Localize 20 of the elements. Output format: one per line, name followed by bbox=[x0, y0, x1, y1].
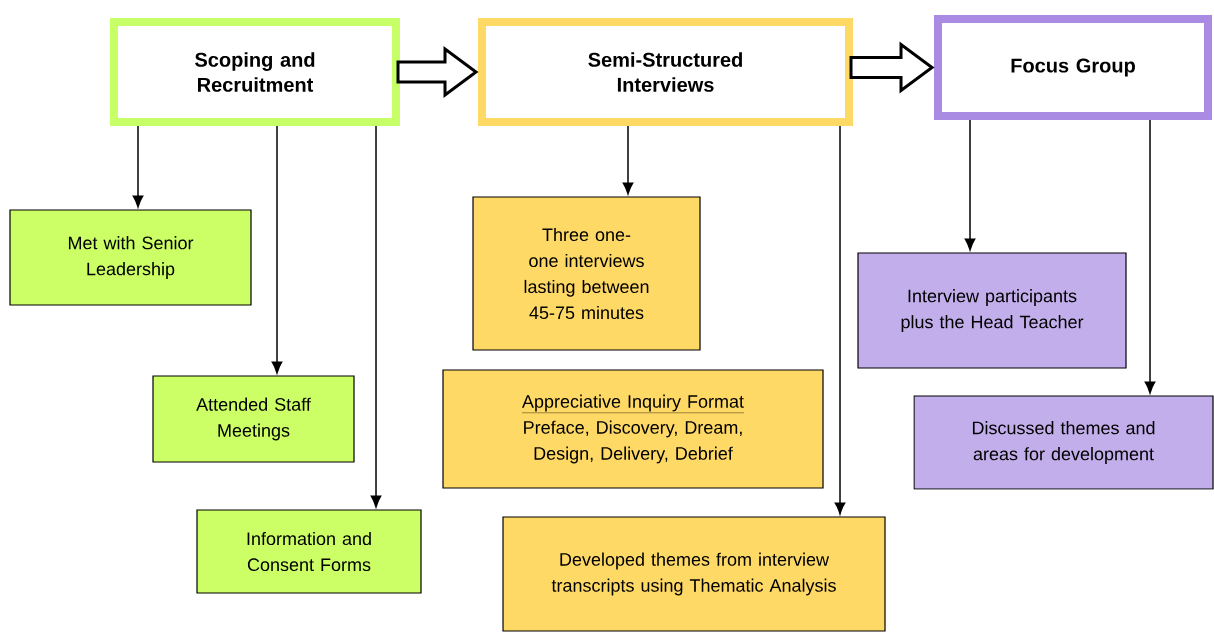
arrow bbox=[370, 125, 382, 508]
activity-box: Three one-one interviews lasting between 45-75 minutes bbox=[472, 196, 701, 351]
stage-box: Focus Group bbox=[934, 15, 1212, 120]
arrow bbox=[1144, 119, 1156, 394]
activity-box: Attended Staff Meetings bbox=[152, 375, 355, 463]
activity-box: Developed themes from interview transcripts using Thematic Analysis bbox=[502, 516, 886, 632]
arrow bbox=[622, 125, 634, 195]
block-arrow bbox=[849, 41, 935, 94]
arrow bbox=[964, 119, 976, 251]
activity-box: Interview participants plus the Head Teacher bbox=[857, 252, 1127, 369]
activity-box: Discussed themes and areas for development bbox=[913, 395, 1214, 490]
activity-box: Information and Consent Forms bbox=[196, 509, 422, 594]
arrow bbox=[271, 125, 283, 374]
arrow bbox=[834, 125, 846, 515]
stage-box: Scoping and Recruitment bbox=[110, 18, 400, 126]
block-arrow bbox=[396, 46, 479, 98]
arrow bbox=[132, 125, 144, 208]
activity-box: Met with Senior Leadership bbox=[9, 209, 252, 306]
stage-box: Semi-Structured Interviews bbox=[478, 18, 853, 126]
activity-box: Appreciative Inquiry Format Preface, Discovery, Dream, Design, Delivery, Debrief bbox=[442, 369, 824, 489]
